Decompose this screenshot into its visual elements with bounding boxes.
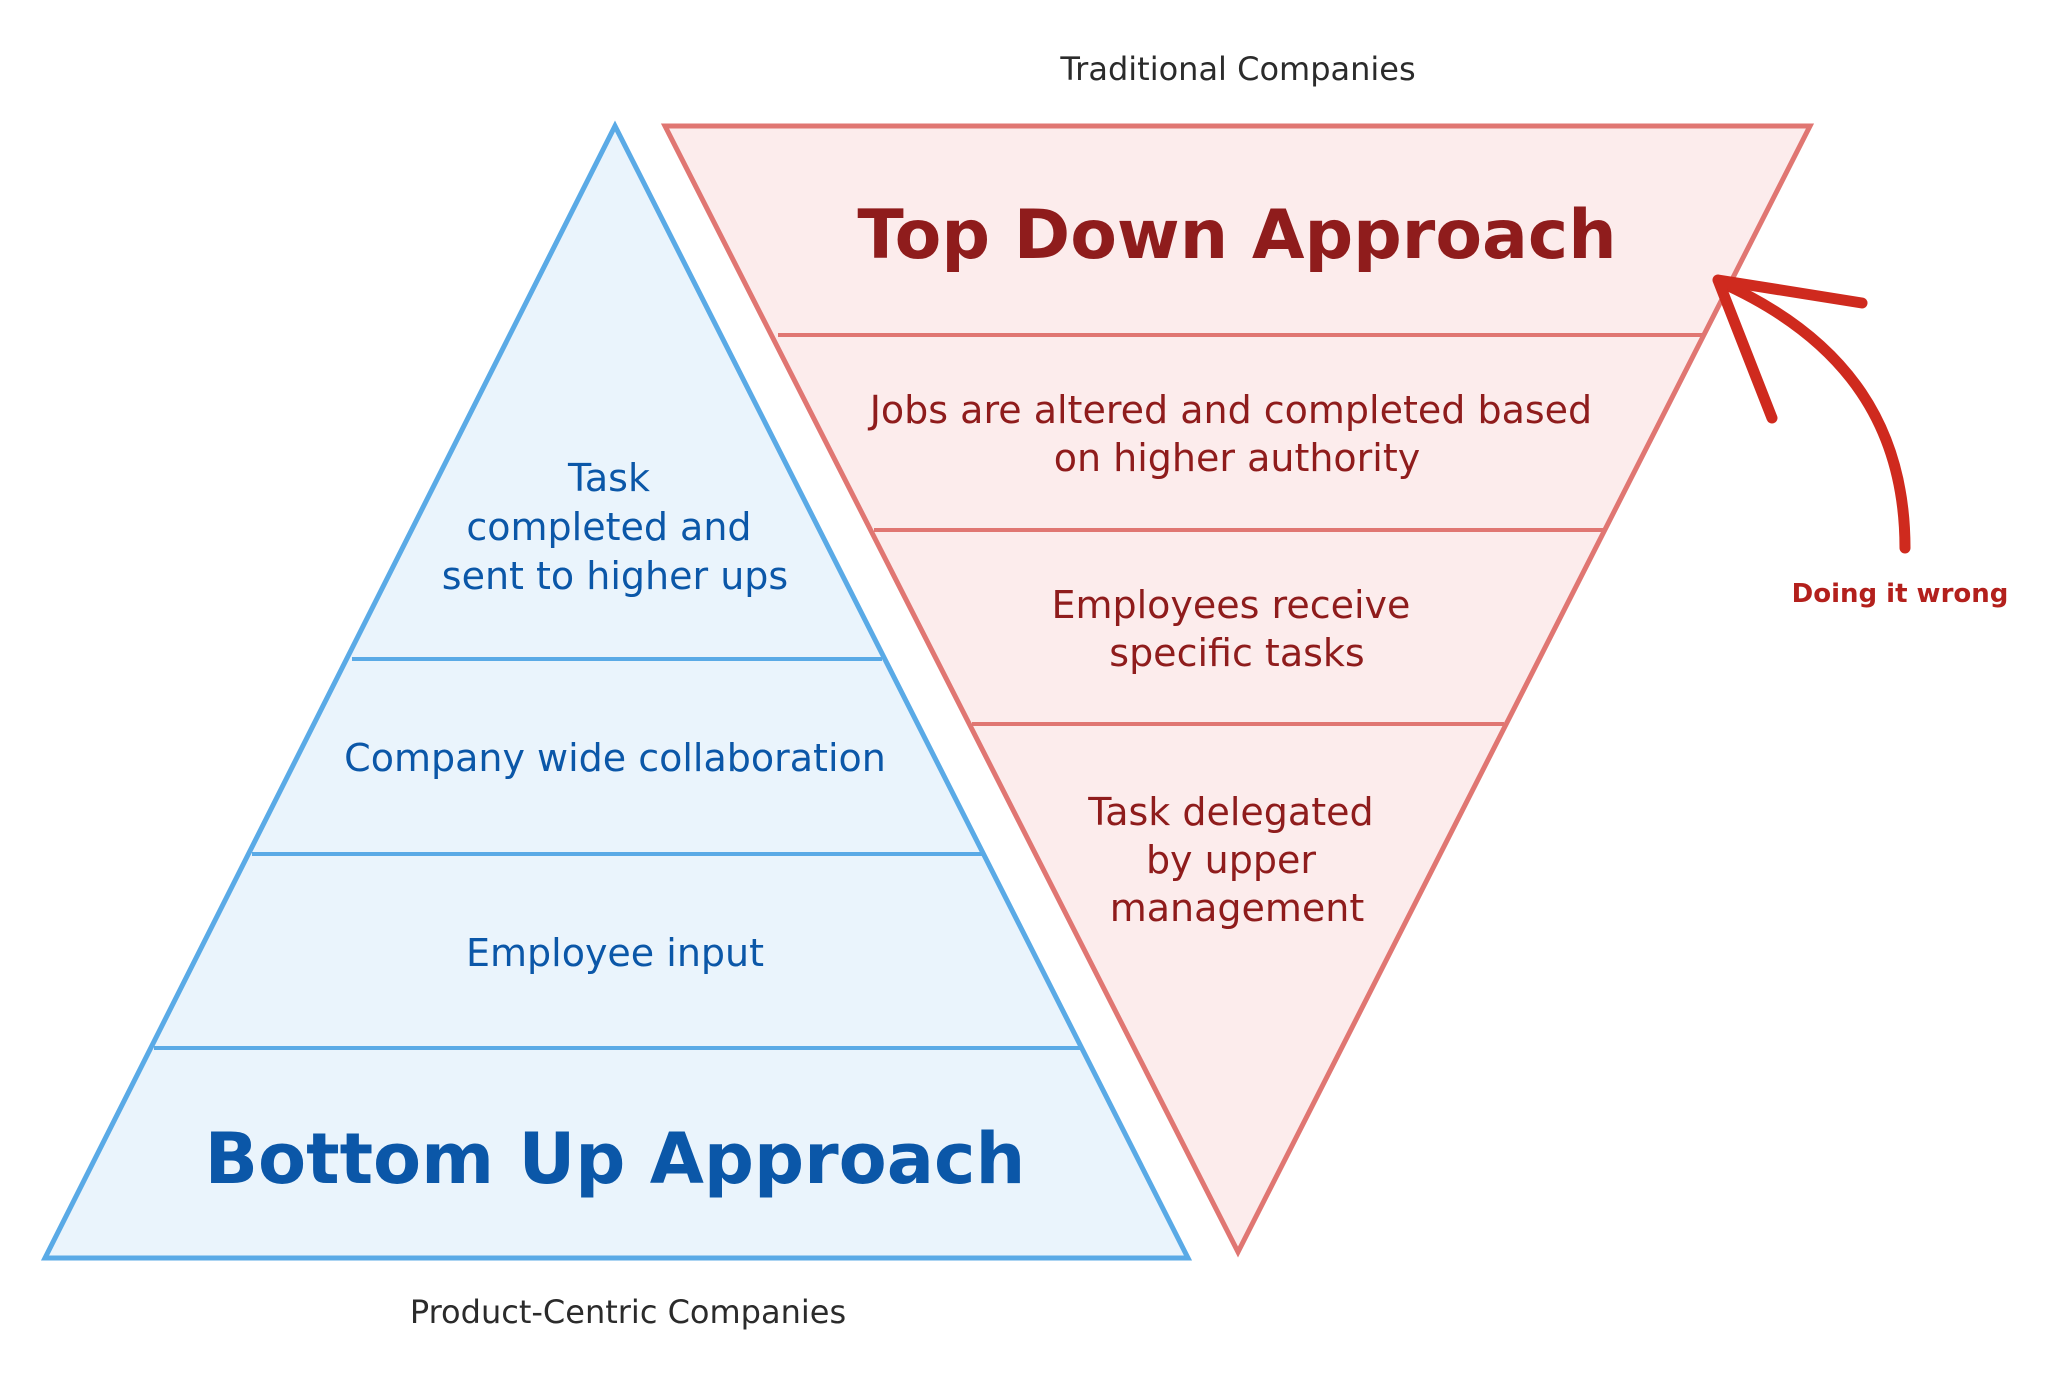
bottom-up-triangle-shape <box>40 120 1193 1261</box>
traditional-companies-caption: Traditional Companies <box>1059 50 1415 88</box>
doing-it-wrong-label: Doing it wrong <box>1792 579 2009 609</box>
top-down-level-2-text: Employees receive specific tasks <box>1051 583 1422 675</box>
bottom-up-title: Bottom Up Approach <box>205 1118 1026 1200</box>
bottom-up-pyramid: Task completed and sent to higher ups Co… <box>40 120 1193 1261</box>
bottom-up-level-1-text: Task completed and sent to higher ups <box>442 456 788 598</box>
arrowhead-icon <box>1712 274 1868 424</box>
top-down-level-1-text: Jobs are altered and completed based on … <box>868 388 1605 480</box>
doing-it-wrong-annotation: Doing it wrong <box>1712 274 2009 609</box>
curved-arrow-icon <box>1714 276 1911 554</box>
top-down-triangle-shape <box>660 123 1815 1258</box>
top-down-title: Top Down Approach <box>857 196 1616 275</box>
bottom-up-level-2-text: Company wide collaboration <box>344 736 886 780</box>
top-down-pyramid: Top Down Approach Jobs are altered and c… <box>660 123 1815 1258</box>
top-down-level-3-text: Task delegated by upper management <box>1087 790 1385 930</box>
product-centric-companies-caption: Product-Centric Companies <box>410 1293 846 1331</box>
bottom-up-level-3-text: Employee input <box>466 931 764 975</box>
